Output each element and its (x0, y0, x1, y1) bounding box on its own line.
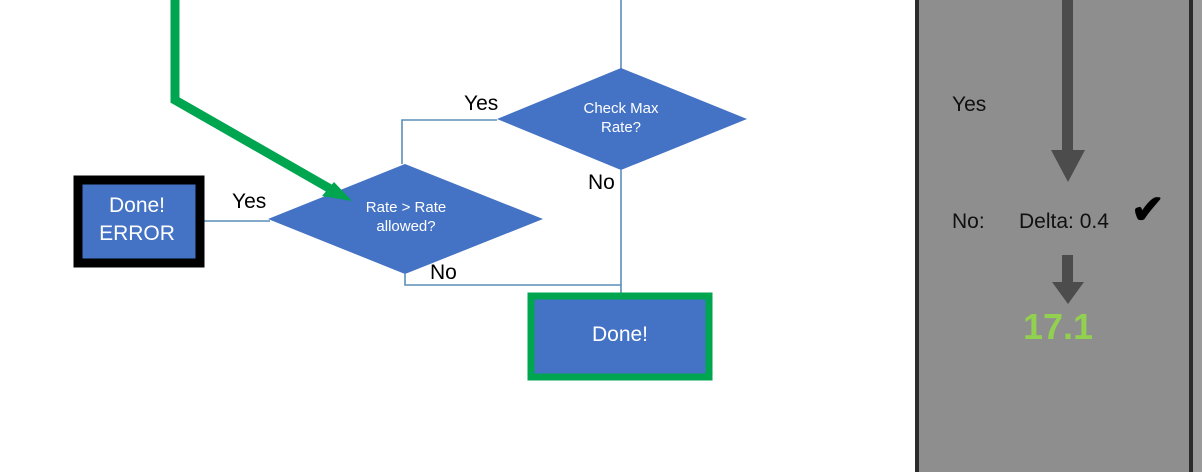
error-box-label: Done! ERROR (99, 194, 175, 246)
panel-no-label: No: (952, 210, 985, 233)
long-down-arrow-icon (1051, 0, 1085, 182)
check-max-rate-decision[interactable] (497, 68, 747, 170)
edge-label-yes-to-error: Yes (232, 190, 267, 213)
panel-arrows (1051, 0, 1085, 304)
short-down-arrow-icon (1052, 255, 1084, 304)
panel-yes-label: Yes (952, 93, 987, 116)
connector-yes-max-rate (401, 119, 497, 164)
edge-label-no-max-rate: No (588, 171, 615, 194)
checkmark-icon: ✔ (1131, 188, 1165, 232)
edge-label-yes-max-rate: Yes (464, 92, 499, 115)
edge-label-no-rate: No (430, 261, 457, 284)
panel-delta-label: Delta: 0.4 (1019, 210, 1109, 233)
panel-right-margin (1193, 0, 1202, 472)
done-box[interactable] (527, 292, 713, 381)
connector-no-rate (404, 274, 621, 286)
connector-lines (200, 0, 622, 293)
highlight-path-arrow (170, 0, 352, 201)
panel-result-value: 17.1 (1022, 306, 1094, 347)
side-panel: Yes No: Delta: 0.4 ✔ 17.1 (915, 0, 1193, 472)
done-box-label: Done! (591, 323, 649, 346)
error-box[interactable] (73, 175, 205, 268)
